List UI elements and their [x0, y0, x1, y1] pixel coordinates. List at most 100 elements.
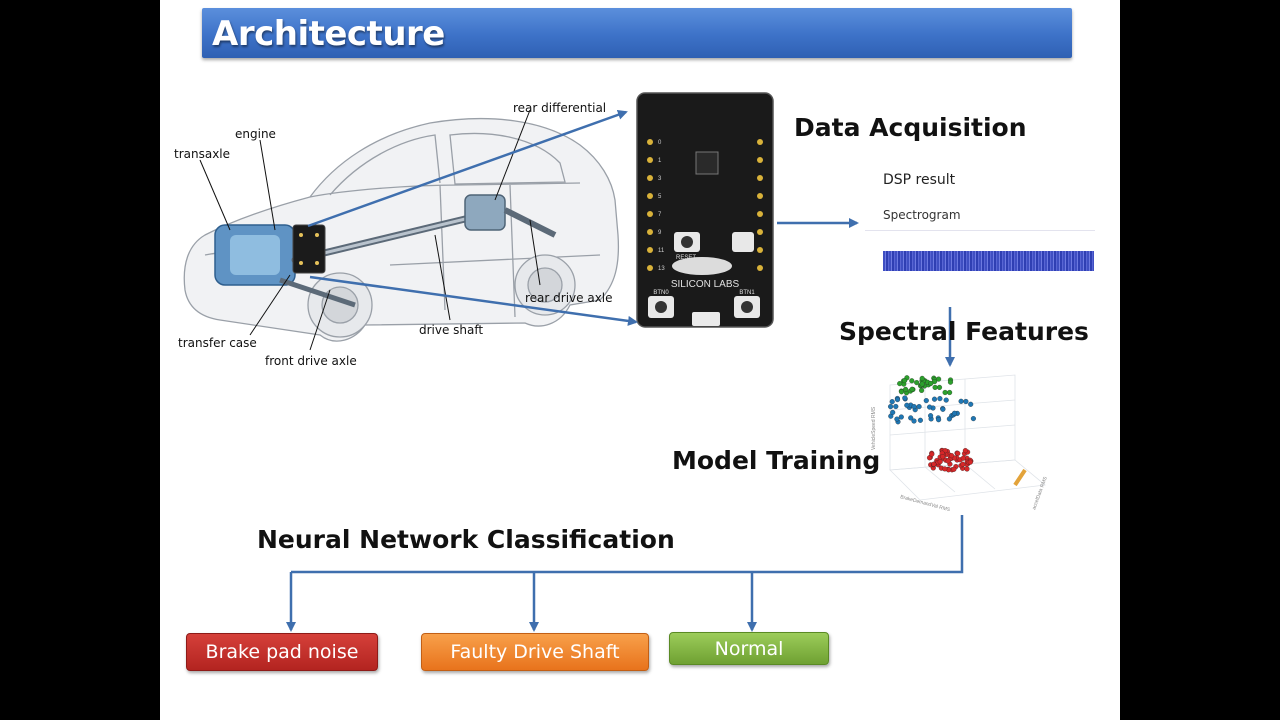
scatter-point — [951, 410, 958, 416]
svg-text:1: 1 — [658, 158, 662, 164]
svg-text:0: 0 — [658, 140, 662, 146]
scatter-point — [926, 455, 933, 461]
scatter-point — [914, 380, 920, 386]
scatter-point — [909, 378, 915, 384]
scatter-point — [894, 397, 901, 403]
slide: Architecture — [160, 0, 1120, 720]
scatter-marker — [1013, 468, 1027, 487]
scatter-point — [942, 466, 948, 472]
scatter-point — [897, 381, 903, 387]
slide-title: Architecture — [212, 14, 445, 54]
scatter-point — [890, 409, 896, 415]
scatter-point — [931, 396, 938, 402]
scatter-point — [947, 389, 953, 396]
model-training-heading: Model Training — [672, 446, 881, 475]
label-rear-differential: rear differential — [513, 101, 607, 115]
divider — [865, 230, 1095, 231]
scatter-point — [928, 413, 934, 419]
scatter-point — [936, 376, 942, 382]
scatter-point — [893, 403, 899, 410]
board-btn0-label: BTN0 — [653, 290, 669, 296]
scatter-point — [940, 406, 946, 412]
scatter-point — [911, 418, 917, 424]
scatter-point — [936, 384, 943, 390]
car-illustration — [183, 109, 620, 351]
scatter-point — [967, 459, 973, 465]
scatter-point — [911, 404, 917, 410]
spectral-features-heading: Spectral Features — [839, 317, 1089, 346]
scatter-point — [960, 461, 966, 467]
scatter-point — [889, 399, 895, 405]
dsp-panel: DSP result Spectrogram — [865, 160, 1095, 280]
board-reset-label: RESET — [676, 255, 696, 261]
title-bar: Architecture — [202, 8, 1072, 58]
scatter-point — [943, 397, 949, 403]
scatter-point — [960, 455, 966, 461]
scatter-point — [949, 453, 955, 459]
classification-heading: Neural Network Classification — [257, 525, 675, 554]
spectrogram-label: Spectrogram — [883, 208, 961, 222]
scatter-point — [898, 389, 905, 395]
brake-pad-noise-button[interactable]: Brake pad noise — [186, 633, 378, 671]
scatter-point — [916, 404, 922, 410]
spectrogram-image — [883, 251, 1094, 271]
scatter-point — [945, 458, 951, 464]
svg-text:7: 7 — [658, 212, 662, 218]
scatter-point — [932, 384, 938, 390]
label-rear-drive-axle: rear drive axle — [525, 291, 613, 305]
dsp-result-label: DSP result — [883, 172, 956, 188]
label-drive-shaft: drive shaft — [419, 323, 484, 337]
scatter-y-axis-label: VehicleSpeed RMS — [871, 406, 877, 450]
scatter-point — [963, 398, 969, 405]
scatter-point — [942, 389, 948, 396]
label-engine: engine — [235, 127, 276, 141]
scatter-point — [936, 417, 942, 423]
scatter-point — [898, 414, 904, 420]
data-acquisition-heading: Data Acquisition — [794, 113, 1027, 142]
board-brand: SILICON LABS — [671, 279, 740, 290]
scatter-point — [927, 404, 933, 410]
scatter-point — [962, 448, 968, 454]
svg-text:9: 9 — [658, 230, 662, 236]
scatter-point — [917, 417, 923, 423]
label-transfer-case: transfer case — [178, 336, 257, 350]
scatter-point — [964, 466, 970, 472]
scatter-point — [929, 451, 935, 457]
scatter-point — [955, 450, 961, 456]
scatter-point — [894, 416, 900, 422]
scatter-point — [908, 415, 914, 421]
svg-text:5: 5 — [658, 194, 662, 200]
scatter-plot-3d: VehicleSpeed RMS BrakeDemandVal RMS acce… — [871, 374, 1049, 513]
board-btn1-label: BTN1 — [739, 290, 755, 296]
scatter-point — [909, 386, 915, 392]
scatter-point — [946, 416, 952, 422]
scatter-point — [931, 461, 937, 467]
scatter-point — [904, 402, 910, 408]
scatter-point — [947, 379, 954, 385]
scatter-point — [937, 459, 943, 465]
label-transaxle: transaxle — [174, 147, 231, 161]
scatter-point — [937, 396, 943, 402]
scatter-point — [923, 398, 929, 404]
scatter-point — [919, 387, 925, 393]
scatter-point — [968, 401, 974, 407]
scatter-point — [902, 395, 908, 401]
flow-arrows — [286, 109, 964, 632]
scatter-point — [902, 378, 908, 384]
scatter-point — [888, 404, 894, 410]
scatter-point — [951, 466, 957, 472]
svg-text:3: 3 — [658, 176, 662, 182]
scatter-point — [919, 375, 925, 381]
normal-button[interactable]: Normal — [669, 632, 829, 665]
svg-text:13: 13 — [658, 266, 665, 272]
scatter-point — [970, 416, 976, 422]
scatter-point — [903, 386, 909, 392]
scatter-point — [940, 454, 946, 460]
scatter-point — [919, 381, 925, 387]
label-front-drive-axle: front drive axle — [265, 354, 357, 368]
svg-text:11: 11 — [658, 248, 665, 254]
scatter-point — [928, 380, 934, 386]
faulty-drive-shaft-button[interactable]: Faulty Drive Shaft — [421, 633, 649, 671]
scatter-point — [958, 398, 964, 404]
